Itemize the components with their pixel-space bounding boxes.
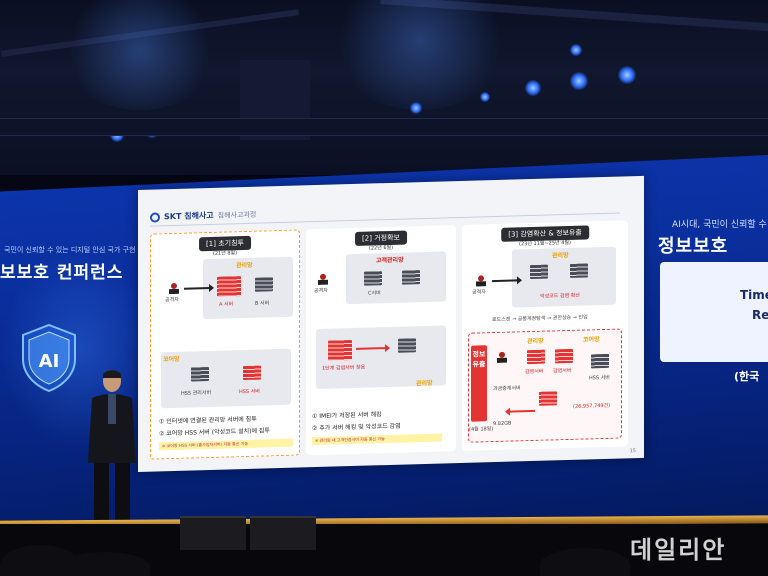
presentation-slide: SKT 침해사고 침해사고과정 [1] 초기침투 (21년 8월) 관리망 공격… (138, 175, 644, 472)
speaker-person (88, 370, 136, 543)
attacker-icon (169, 282, 179, 295)
server-b-label: B 서버 (255, 300, 270, 307)
stage-spread-leak: [3] 감염확산 & 정보유출 (23년 11월~25년 4월) 관리망 공격자… (462, 220, 628, 451)
ai-shield-icon: AI (22, 323, 76, 393)
light-haze (330, 0, 510, 110)
core-server-label: HSS 서버 (239, 388, 260, 396)
right-bottom-text: (한국 (734, 370, 760, 383)
infected-server-icon (328, 340, 352, 361)
stage-note: ② 코어망 HSS 서버 (악성코드 설치)에 침투 (159, 427, 270, 438)
core-label: 코어망 (163, 355, 180, 364)
lighting-truss (0, 118, 768, 136)
attacker-label: 공격자 (314, 287, 328, 295)
server-icon (530, 264, 548, 280)
shield-text: AI (39, 351, 60, 372)
light-haze (60, 0, 220, 110)
stage-note: ② 추가 서버 해킹 및 악성코드 감염 (312, 422, 401, 433)
leak-title: 정보유출 (471, 345, 487, 422)
stage-footnote: ※ 관리망 내 고객인증서버 자동 통신 가능 (312, 433, 442, 446)
stage-footnote: ※ 코어망 HSS 서버 (홈가입자서버) 자동 통신 가능 (159, 438, 293, 451)
server-label: C서버 (368, 290, 381, 297)
attacker-icon (318, 273, 328, 285)
ceiling (0, 0, 768, 175)
led-glow (0, 250, 160, 450)
link-text: 로드스캔 → 공통계정탐색 → 권한상승 → 인입 (492, 314, 588, 324)
right-card-line2: Re (752, 308, 768, 322)
slide-header-title: SKT 침해사고 (164, 210, 214, 222)
left-title: 보보호 컨퍼런스 (0, 263, 124, 283)
audience-head (540, 548, 630, 576)
zone-label: 관리망 (552, 251, 569, 260)
attacker-icon (476, 275, 486, 287)
attacker-label: 공격자 (165, 296, 179, 304)
stage-light (570, 72, 588, 90)
slide-header-sub: 침해사고과정 (217, 210, 257, 220)
right-subtitle: AI시대, 국민이 신뢰할 수 (672, 220, 767, 230)
leak-server-label: 감염서버 (553, 367, 572, 375)
infected-server-icon (539, 391, 557, 406)
server-a-icon (217, 276, 241, 297)
infected-server-icon (555, 348, 573, 364)
server-icon (570, 263, 588, 278)
stage-monitor (180, 516, 246, 550)
leak-title-text: 정보유출 (472, 350, 486, 369)
infected-server-icon (527, 349, 545, 365)
watermark-logo: 데일리안 (630, 536, 727, 564)
server-icon (402, 270, 420, 285)
leak-server-label: HSS 서버 (589, 374, 610, 382)
spread-label: 악성코드 감염 확산 (540, 292, 580, 300)
zone2-label: 관리망 (416, 379, 433, 388)
stage-foothold: [2] 거점확보 (22년 6월) 고객관리망 공격자 C서버 1단계 감염서버… (306, 225, 456, 456)
stage-monitor (250, 516, 316, 550)
header-badge-icon (150, 211, 160, 223)
server-icon (364, 271, 382, 286)
hss-mgmt-server-icon (191, 367, 209, 382)
stage-light (410, 102, 422, 114)
stage-light (480, 92, 490, 102)
right-title: 정보보호 (658, 236, 729, 257)
leak-server-label: 과금중계서버 (493, 385, 521, 393)
leak-server-label: 감염서버 (525, 368, 544, 376)
right-card-line1: Time (740, 288, 768, 302)
leak-count: (26,957,749건) (573, 402, 611, 410)
stage-note: ① 인터넷에 연결된 관리망 서버에 침투 (159, 415, 257, 426)
left-subtitle: 국민이 신뢰할 수 있는 디지털 안심 국가 구현 (4, 246, 136, 254)
zone-label: 고객관리망 (376, 256, 404, 265)
zone-label: 관리망 (236, 261, 253, 270)
attacker-label: 공격자 (472, 289, 486, 296)
stage-light (525, 80, 541, 96)
leak-panel: 정보유출 (4월 18일) 관리망 코어망 감염서버 감염서버 HSS 서버 과… (468, 328, 622, 443)
page-number: 15 (629, 448, 636, 455)
leak-date: (4월 18일) (469, 426, 494, 433)
right-card: Time Re (660, 262, 768, 362)
infected-label: 1단계 감염서버 찾음 (322, 364, 366, 372)
server-icon (398, 338, 416, 353)
core-server-label: HSS 관리서버 (181, 389, 212, 397)
audience-head (60, 552, 150, 576)
slide-header: SKT 침해사고 침해사고과정 (150, 209, 256, 223)
leak-size: 9.82GB (493, 420, 512, 428)
server-a-label: A 서버 (219, 301, 234, 308)
leak-core: 코어망 (583, 336, 600, 344)
core-zone (161, 348, 291, 409)
stage-note: ① IMEI가 저장된 서버 해킹 (312, 411, 382, 421)
attacker-icon (497, 351, 507, 363)
hss-server-icon (591, 353, 609, 369)
stage-light (570, 44, 582, 56)
stage-initial-intrusion: [1] 초기침투 (21년 8월) 관리망 공격자 A 서버 B 서버 코어망 … (150, 229, 300, 460)
stage-light (618, 66, 636, 84)
hss-server-icon (243, 365, 261, 381)
leak-zone: 관리망 (527, 337, 544, 346)
server-b-icon (255, 277, 273, 292)
leak-arrow (509, 409, 535, 413)
